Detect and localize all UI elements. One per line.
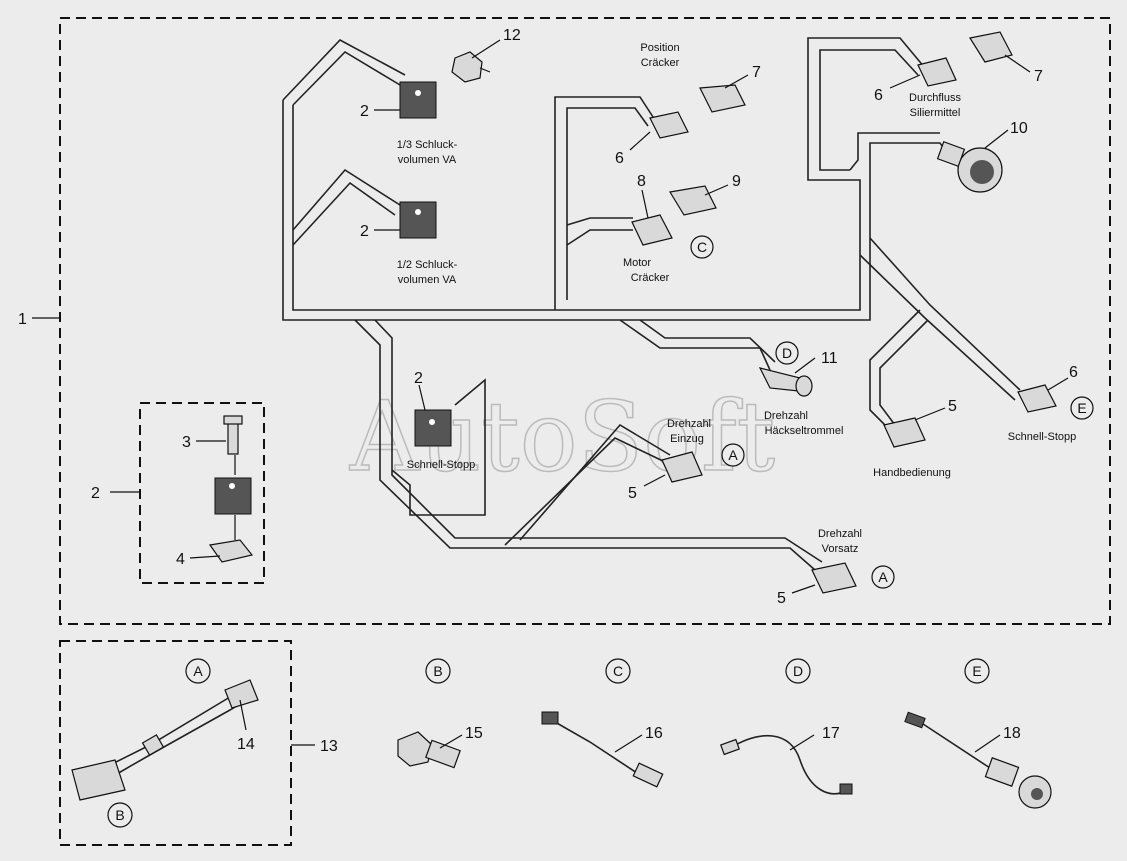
callout-7-durch: 7 [1034,68,1043,85]
watermark: AutoSoft [349,381,775,493]
label-motor-line2: Cräcker [631,272,670,284]
label-einzug-line2: Einzug [670,433,704,445]
label-vorsatz-line2: Vorsatz [822,543,859,555]
label-durchfluss-line2: Siliermittel [910,107,961,119]
callout-2-detail: 2 [91,485,100,502]
callout-4: 4 [176,551,185,568]
callout-2-schnellstopp: 2 [414,370,423,387]
connector-5-vorsatz [811,562,857,594]
connector-5-hand [883,417,926,448]
circled-letters: A A C D E A B B C D E [115,239,1086,823]
cable-17 [720,735,853,795]
label-schluck13-line1: 1/3 Schluck- [397,139,458,151]
callout-15: 15 [465,725,483,742]
callout-8: 8 [637,173,646,190]
detail-frame-13 [59,640,292,846]
label-position-line2: Cräcker [641,57,680,69]
marker-d-bottom: D [793,663,803,679]
label-schluck12-line1: 1/2 Schluck- [397,259,458,271]
callout-14: 14 [237,736,255,753]
marker-c-bottom: C [613,663,623,679]
callout-6-durch: 6 [874,87,883,104]
marker-a-vorsatz: A [878,569,888,585]
callout-13: 13 [320,738,338,755]
callout-6-schnellstopp: 6 [1069,364,1078,381]
connector-5-einzug [661,451,703,483]
connector-6-durch [917,57,957,87]
callout-2-top: 2 [360,103,369,120]
callout-11: 11 [821,350,838,367]
valve-2-mid [399,201,437,239]
marker-b-bottom: B [433,663,442,679]
callout-3: 3 [182,434,191,451]
callout-numbers: 1 2 2 2 2 3 4 5 5 5 6 6 6 7 7 8 9 10 11 … [18,27,1078,755]
label-haeckseltrommel-line1: Drehzahl [764,410,808,422]
marker-a-bottom: A [193,663,203,679]
callout-10: 10 [1010,120,1028,137]
connector-7-position [699,84,746,113]
circled-markers [107,235,1094,828]
fitting-15 [397,731,461,769]
callout-5-hand: 5 [948,398,957,415]
detail-frame-2 [139,402,265,584]
label-schluck13-line2: volumen VA [398,154,457,166]
valve-2-schnellstopp [414,409,452,447]
label-vorsatz-line1: Drehzahl [818,528,862,540]
connector-9-motor [669,185,717,216]
marker-d: D [782,345,792,361]
label-schnellstopp-mid: Schnell-Stopp [407,459,476,471]
label-schluck12-line2: volumen VA [398,274,457,286]
marker-c-motor: C [697,239,707,255]
marker-a-einzug: A [728,447,738,463]
callout-5-vorsatz: 5 [777,590,786,607]
leader-lines [32,39,1069,753]
marker-e-bottom: E [972,663,981,679]
callout-18: 18 [1003,725,1021,742]
label-durchfluss-line1: Durchfluss [909,92,961,104]
assembly-frame-1 [59,17,1111,625]
callout-16: 16 [645,725,663,742]
connector-8-motor [631,214,673,246]
valve-2-detail [208,415,254,563]
plug-12 [451,51,491,83]
marker-e: E [1077,400,1086,416]
connector-6-schnellstopp [1017,384,1057,413]
adapter-cable-14 [71,679,259,801]
callout-6-position: 6 [615,150,624,167]
callout-7-position: 7 [752,64,761,81]
valve-2-top [399,81,437,119]
label-motor-line1: Motor [623,257,651,269]
label-haeckseltrommel-line2: Häckseltrommel [765,425,844,437]
cable-16 [541,711,664,788]
marker-b-cable: B [115,807,124,823]
connector-11 [758,367,813,397]
callout-1: 1 [18,311,27,328]
label-position-line1: Position [640,42,679,54]
callout-17: 17 [822,725,840,742]
callout-2-mid: 2 [360,223,369,240]
callout-5-einzug: 5 [628,485,637,502]
text-labels: 1/3 Schluck- volumen VA 1/2 Schluck- vol… [397,42,1077,555]
connector-10 [936,141,1003,193]
connector-7-durch [969,31,1013,63]
label-handbedienung: Handbedienung [873,467,951,479]
cable-18 [904,711,1052,809]
connector-6-position [649,111,689,139]
callout-9: 9 [732,173,741,190]
label-schnellstopp-right: Schnell-Stopp [1008,431,1077,443]
callout-12: 12 [503,27,521,44]
label-einzug-line1: Drehzahl [667,418,711,430]
